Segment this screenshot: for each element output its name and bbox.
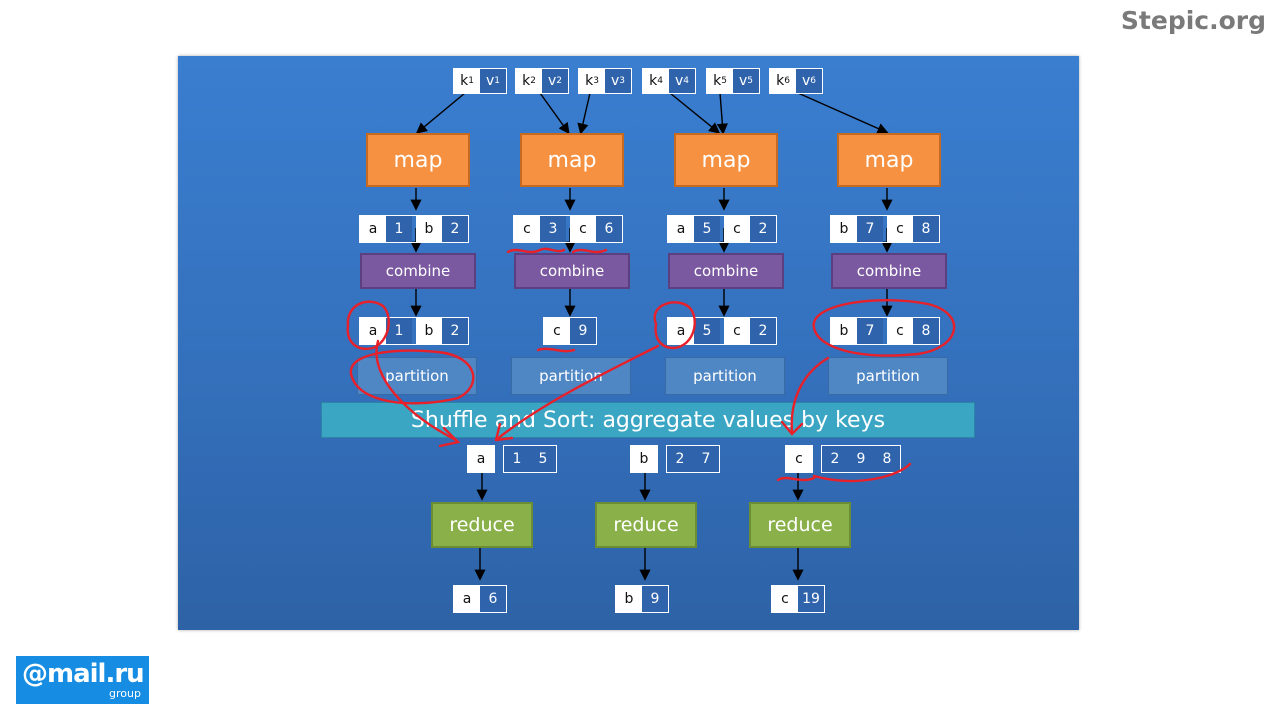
circle-a1 [346, 300, 390, 351]
reduce-box-1: reduce [431, 502, 533, 548]
combine-box-1: combine [360, 253, 476, 289]
arrowhead-a1 [438, 426, 461, 448]
combine-box-3: combine [668, 253, 784, 289]
underline-c3 [506, 247, 566, 254]
annotation-layer [346, 247, 956, 483]
reduce-box-3: reduce [749, 502, 851, 548]
map-box-1: map [366, 133, 470, 187]
mailru-logo: @mail.ru group [16, 656, 149, 704]
underline-c-values [812, 462, 912, 483]
arrow-k3-map2 [577, 92, 591, 135]
arrow-a3-to-a [494, 344, 660, 442]
map-box-3: map [674, 133, 778, 187]
arrowhead-c4 [780, 420, 804, 436]
partition-box-2: partition [511, 357, 631, 395]
shuffle-sort-bar: Shuffle and Sort: aggregate values by ke… [321, 402, 975, 438]
partition-box-4: partition [828, 357, 948, 395]
logo-sub: group [109, 687, 141, 700]
logo-main: @mail.ru [22, 659, 145, 689]
arrowhead-a3 [494, 422, 514, 442]
partition-box-3: partition [665, 357, 785, 395]
map-box-2: map [520, 133, 624, 187]
arrow-k5-map3 [716, 92, 728, 135]
combine-box-2: combine [514, 253, 630, 289]
underline-c6 [571, 248, 608, 254]
arrow-k4-map3 [669, 92, 721, 134]
arrow-a1-to-a [375, 339, 458, 442]
circle-a3 [653, 301, 696, 350]
arrow-c4-to-c [790, 356, 830, 434]
reduce-box-2: reduce [595, 502, 697, 548]
combine-box-4: combine [831, 253, 947, 289]
underline-c9 [536, 347, 576, 353]
arrow-k2-map2 [539, 92, 570, 135]
map-box-4: map [837, 133, 941, 187]
circle-partition1 [349, 349, 475, 405]
arrow-k6-map4 [797, 92, 889, 134]
underline-c-key [776, 476, 816, 482]
arrow-k1-map1 [415, 92, 466, 134]
circle-bc [812, 298, 956, 357]
brand-text: Stepic.org [1120, 6, 1266, 35]
